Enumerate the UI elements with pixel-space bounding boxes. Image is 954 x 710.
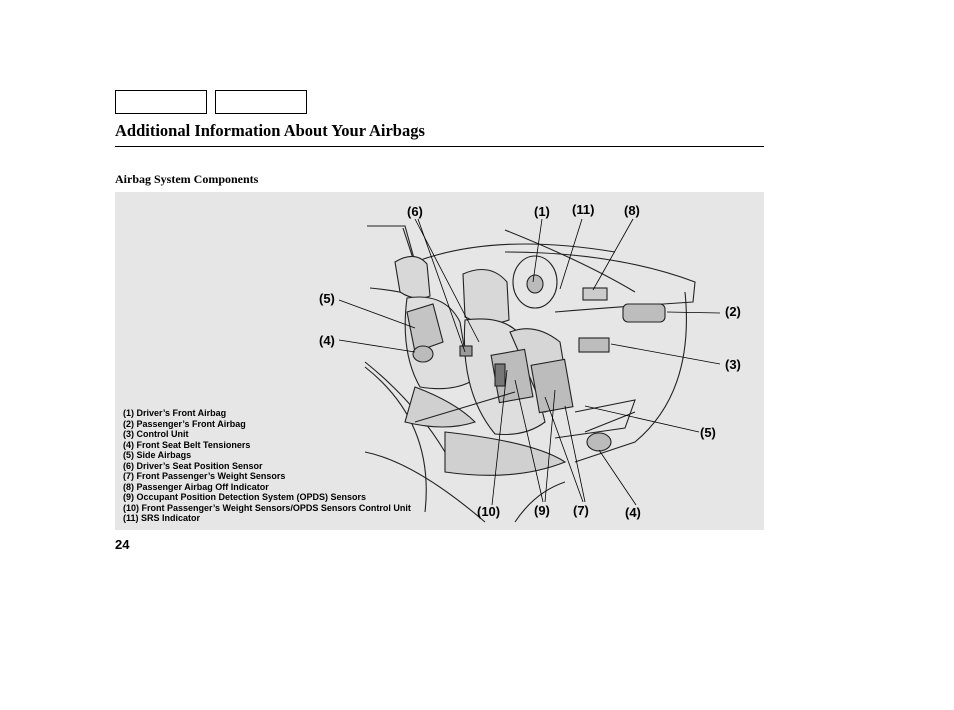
legend-item: (9) Occupant Position Detection System (… — [123, 492, 367, 502]
legend-item: (2) Passenger’s Front Airbag — [123, 418, 246, 429]
callout-6: (6) — [407, 204, 423, 219]
section-subtitle: Airbag System Components — [115, 172, 259, 186]
callout-8: (8) — [624, 203, 640, 218]
callout-3: (3) — [725, 357, 741, 372]
callout-5-left: (5) — [319, 291, 335, 306]
callout-4-right: (4) — [625, 505, 641, 520]
legend-item: (3) Control Unit — [123, 429, 189, 439]
callout-5-right: (5) — [700, 425, 716, 440]
components-legend: (1) Driver’s Front Airbag (2) Passenger’… — [123, 408, 411, 524]
page-title: Additional Information About Your Airbag… — [115, 121, 425, 140]
car-interior-illustration — [338, 218, 721, 523]
callout-10: (10) — [477, 504, 501, 519]
header-tab-2[interactable] — [215, 90, 307, 114]
airbag-components-figure: (6) (1) (11) (8) (5) (4) (2) (3) (5) (10… — [115, 192, 764, 530]
legend-item: (11) SRS Indicator — [123, 513, 201, 523]
callout-2: (2) — [725, 304, 741, 319]
legend-item: (1) Driver’s Front Airbag — [123, 408, 227, 418]
title-divider — [115, 146, 764, 147]
legend-item: (5) Side Airbags — [123, 450, 192, 460]
legend-item: (6) Driver’s Seat Position Sensor — [123, 460, 263, 471]
page-number: 24 — [115, 537, 130, 552]
legend-item: (10) Front Passenger’s Weight Sensors/OP… — [123, 502, 411, 513]
callout-9: (9) — [534, 503, 550, 518]
header-tab-1[interactable] — [115, 90, 207, 114]
legend-item: (8) Passenger Airbag Off Indicator — [123, 481, 269, 492]
callout-11: (11) — [572, 202, 595, 217]
legend-item: (7) Front Passenger’s Weight Sensors — [123, 471, 286, 481]
callout-4-left: (4) — [319, 333, 335, 348]
callout-7: (7) — [573, 503, 589, 518]
legend-item: (4) Front Seat Belt Tensioners — [123, 439, 251, 450]
callout-1: (1) — [534, 204, 550, 219]
